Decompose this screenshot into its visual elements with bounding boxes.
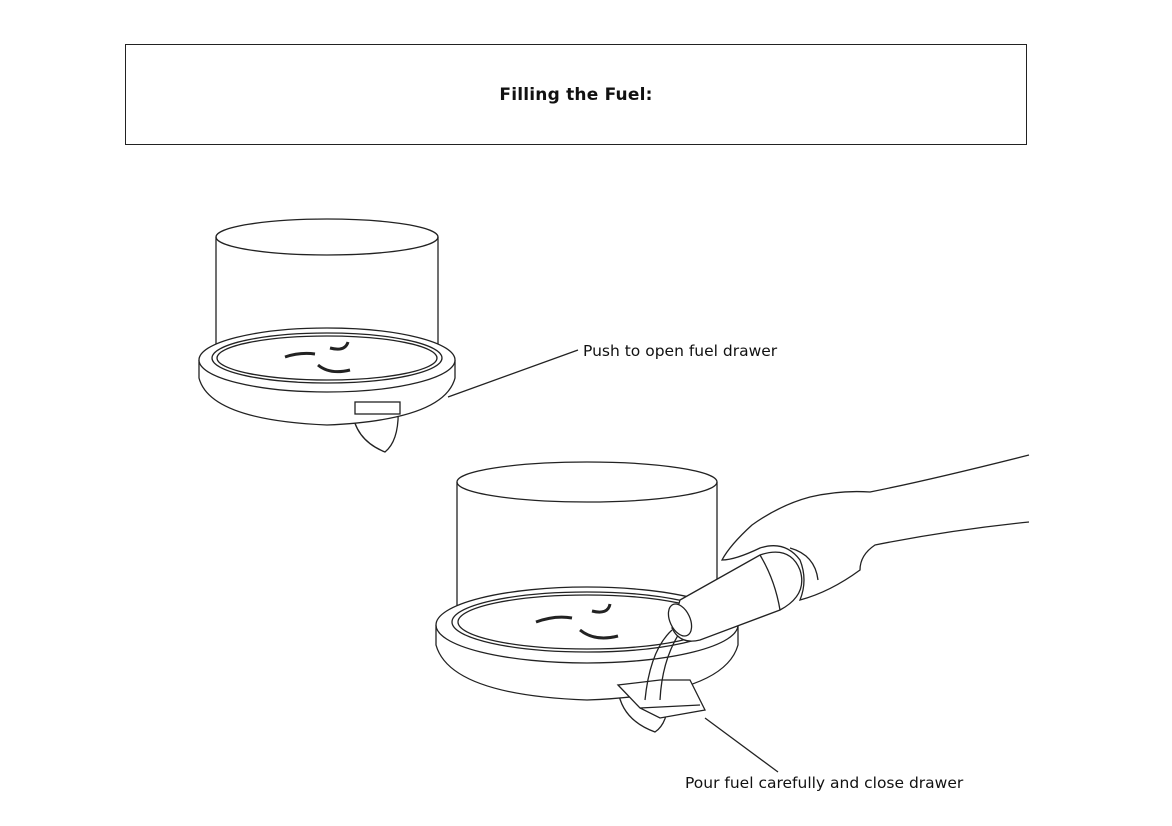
leader-line-push [447,349,579,398]
callout-pour-fuel: Pour fuel carefully and close drawer [685,774,964,792]
title-box: Filling the Fuel: [125,44,1027,145]
burner-closed-drawer [198,218,579,453]
section-title: Filling the Fuel: [499,84,653,105]
callout-push-drawer: Push to open fuel drawer [583,342,778,360]
leader-line-pour [704,717,779,773]
burner-open-drawer [435,454,1030,773]
